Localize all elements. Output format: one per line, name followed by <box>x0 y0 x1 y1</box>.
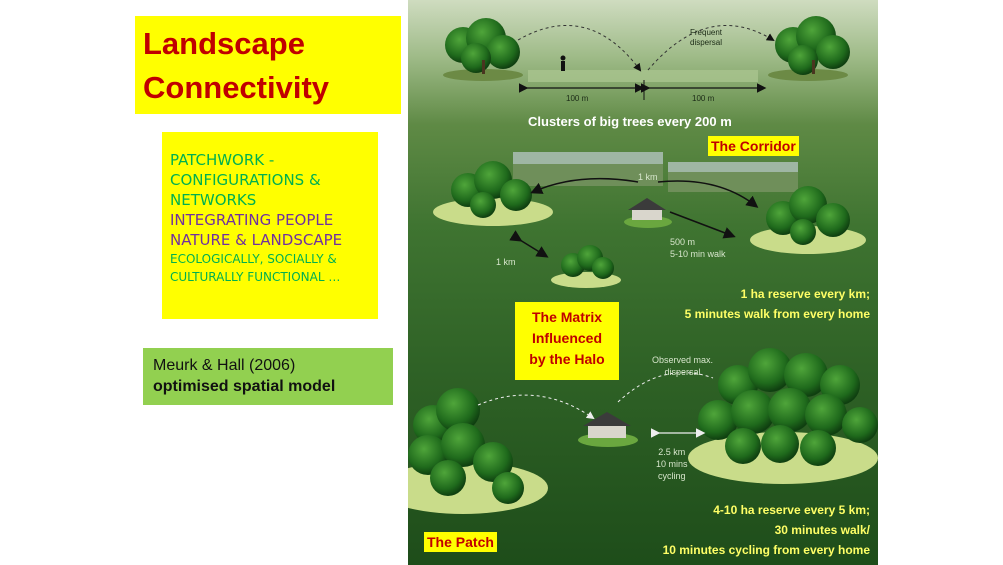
reserve-4-10ha-caption: 4-10 ha reserve every 5 km; 30 minutes w… <box>663 500 870 560</box>
matrix-line-1: The Matrix <box>531 309 602 325</box>
title-line-1: Landscape <box>143 26 305 61</box>
frequent-dispersal-line-1: Frequent <box>690 28 723 37</box>
person-figure <box>560 55 566 71</box>
corridor-photo-strip <box>513 152 798 192</box>
info-line-4: INTEGRATING PEOPLE <box>170 211 334 229</box>
matrix-line-3: by the Halo <box>529 351 605 367</box>
reference-citation: Meurk & Hall (2006) <box>153 357 296 374</box>
reserve-4-10ha-line-2: 30 minutes walk/ <box>774 523 870 537</box>
info-line-5: NATURE & LANDSCAPE <box>170 231 343 249</box>
info-line-1: PATCHWORK - <box>170 151 275 169</box>
middle-house <box>624 198 672 228</box>
bottom-house <box>578 412 638 447</box>
corridor-arrow-left <box>530 177 639 194</box>
middle-small-island <box>551 245 621 288</box>
top-right-tree-cluster <box>768 16 850 81</box>
cycling-line-2: 10 mins <box>656 459 688 469</box>
distance-label-left: 100 m <box>566 94 589 103</box>
cycling-label: 2.5 km 10 mins cycling <box>656 446 688 482</box>
info-line-7: CULTURALLY FUNCTIONAL … <box>170 270 341 284</box>
reference-box: Meurk & Hall (2006) optimised spatial mo… <box>143 348 393 405</box>
corridor-arrow-right <box>657 180 759 208</box>
top-left-tree-cluster <box>443 18 523 81</box>
cycling-line-3: cycling <box>658 471 686 481</box>
walk-label: 500 m 5-10 min walk <box>670 236 726 260</box>
info-line-3: NETWORKS <box>170 191 257 209</box>
observed-line-2: dispersal <box>664 367 701 377</box>
corridor-label: The Corridor <box>708 136 799 156</box>
title-line-2: Connectivity <box>143 70 330 105</box>
info-line-6: ECOLOGICALLY, SOCIALLY & <box>170 252 337 266</box>
walk-line-1: 500 m <box>670 237 696 247</box>
patchwork-info-box: PATCHWORK - CONFIGURATIONS & NETWORKS IN… <box>162 132 378 319</box>
dispersal-arc-right <box>647 25 775 71</box>
reserve-1ha-line-1: 1 ha reserve every km; <box>740 287 870 301</box>
clusters-caption: Clusters of big trees every 200 m <box>528 114 732 129</box>
dispersal-arc-left <box>517 25 642 72</box>
reserve-4-10ha-line-1: 4-10 ha reserve every 5 km; <box>713 503 870 517</box>
reserve-4-10ha-line-3: 10 minutes cycling from every home <box>662 543 870 557</box>
cycling-line-1: 2.5 km <box>658 447 686 457</box>
walk-line-2: 5-10 min walk <box>670 249 726 259</box>
bottom-right-patch <box>688 348 878 484</box>
observed-dispersal-arrow <box>617 372 714 403</box>
reserve-1ha-caption: 1 ha reserve every km; 5 minutes walk fr… <box>685 284 870 324</box>
middle-left-island <box>433 161 553 226</box>
title-box: Landscape Connectivity <box>135 16 401 114</box>
corridor-distance-label: 1 km <box>638 172 658 182</box>
distance-label-right: 100 m <box>692 94 715 103</box>
info-line-2: CONFIGURATIONS & <box>170 171 321 189</box>
frequent-dispersal-label: Frequent dispersal <box>690 28 722 48</box>
walk-arrow <box>669 211 736 239</box>
matrix-line-2: Influenced <box>531 330 602 346</box>
patch-label: The Patch <box>424 532 497 552</box>
observed-line-1: Observed max. <box>652 355 714 365</box>
reserve-1ha-line-2: 5 minutes walk from every home <box>684 307 870 321</box>
bottom-left-patch <box>408 388 548 514</box>
reference-model: optimised spatial model <box>153 378 336 395</box>
matrix-label: The Matrix Influenced by the Halo <box>515 302 619 380</box>
patch-dispersal-arrow <box>477 394 595 420</box>
frequent-dispersal-line-2: dispersal <box>690 38 723 47</box>
diagram-illustration <box>408 16 878 514</box>
connectivity-diagram: Frequent dispersal 100 m 100 m Clusters … <box>408 0 878 565</box>
island-distance-label: 1 km <box>496 257 516 267</box>
middle-right-island <box>750 186 866 254</box>
observed-dispersal-label: Observed max. dispersal <box>652 354 713 378</box>
ground-strip <box>528 70 758 82</box>
island-arrow <box>509 230 549 258</box>
